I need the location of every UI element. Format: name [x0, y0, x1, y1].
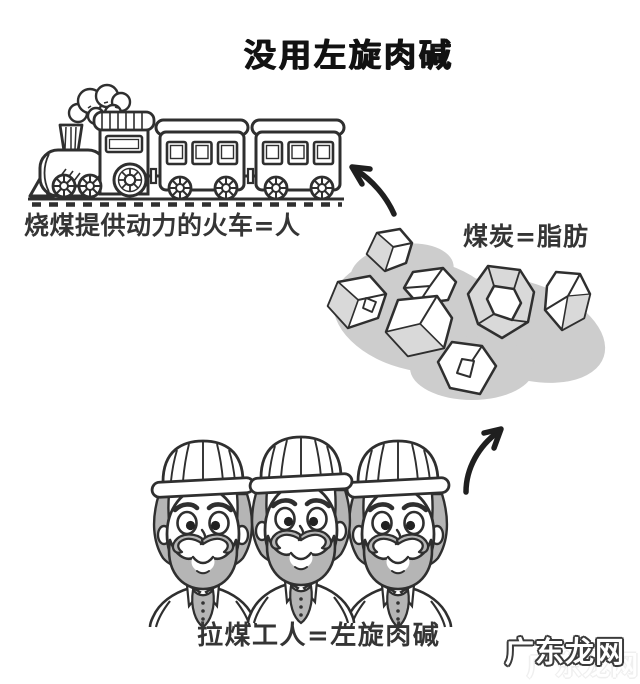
workers-illustration — [150, 437, 451, 627]
coal-pile-illustration — [326, 227, 606, 400]
watermark-echo: 广东龙网 — [527, 651, 639, 682]
coach-coupler — [246, 167, 255, 185]
workers-caption: 拉煤工人=左旋肉碱 — [197, 621, 441, 651]
worker-right — [345, 441, 451, 627]
worker-middle — [248, 437, 354, 623]
arrow-coal-to-train — [349, 164, 397, 217]
panel-title: 没用左旋肉碱 — [244, 36, 455, 74]
train-caption: 烧煤提供动力的火车=人 — [24, 211, 301, 240]
arrow-workers-to-coal — [463, 426, 504, 495]
steam-train-illustration — [28, 83, 344, 207]
locomotive — [28, 110, 160, 199]
worker-left — [150, 441, 256, 627]
train-coach-1 — [156, 120, 248, 199]
watermark: 广东龙网 — [505, 635, 626, 669]
train-track — [28, 197, 344, 207]
train-coach-2 — [252, 120, 344, 199]
coal-lumps — [326, 227, 592, 396]
coal-caption: 煤炭=脂肪 — [463, 222, 589, 251]
